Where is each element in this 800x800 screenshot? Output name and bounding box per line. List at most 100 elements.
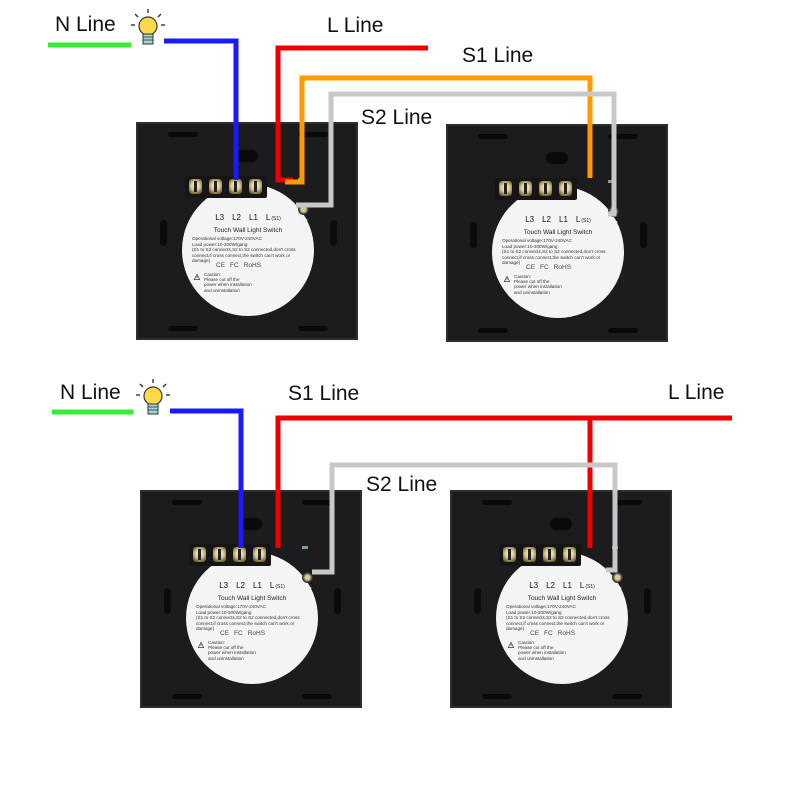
spec-line: (S1 to S2 connects,S2 to S2 connected,do… xyxy=(196,615,300,620)
spec-line: Load power:10-300W/gang xyxy=(506,609,562,615)
warning-triangle-icon xyxy=(198,642,204,648)
cert-mark: CE xyxy=(220,630,230,637)
light-bulb-icon xyxy=(131,9,165,45)
caution-line: and uninstallation xyxy=(204,287,240,293)
s2-terminal-post xyxy=(302,572,313,583)
cert-mark: CE xyxy=(530,630,540,637)
terminal-label: L2 xyxy=(232,213,241,222)
mount-notch xyxy=(482,500,512,505)
terminal-label: L xyxy=(575,215,581,224)
terminal-screw xyxy=(229,179,242,194)
caution-line: and uninstallation xyxy=(208,655,244,661)
bottom-s1-line-label: S1 Line xyxy=(288,382,360,405)
s2-terminal-label: S2 xyxy=(301,219,308,225)
spec-line: Operational voltage:170V-240VAC xyxy=(502,238,572,243)
caution-line: power when installation xyxy=(514,284,562,290)
s2-terminal-post xyxy=(298,204,309,215)
terminal-label: L1 xyxy=(249,213,258,222)
warning-triangle-icon xyxy=(508,642,514,648)
terminal-screw xyxy=(503,547,516,562)
caution-line: Please cut off the xyxy=(208,645,244,651)
caution-line: Caution: xyxy=(514,274,532,279)
top-s1-line-label: S1 Line xyxy=(462,44,534,67)
mount-notch xyxy=(298,132,328,137)
top-s2-line-label: S2 Line xyxy=(361,106,433,129)
terminal-sub-label: (S1) xyxy=(581,218,591,224)
cert-mark: FC xyxy=(544,630,553,637)
terminal-screw xyxy=(563,547,576,562)
terminal-label: L2 xyxy=(542,215,551,224)
mount-notch xyxy=(298,326,328,331)
spec-line: connect,if cross connect,the switch can'… xyxy=(506,620,605,631)
terminal-screw xyxy=(193,547,206,562)
mount-notch xyxy=(608,328,638,333)
caution-line: and uninstallation xyxy=(518,655,554,661)
cert-mark: CE xyxy=(526,264,536,271)
cert-mark: RoHS xyxy=(557,630,576,637)
mount-notch xyxy=(608,134,638,139)
terminal-screw xyxy=(559,181,572,196)
terminal-screw xyxy=(189,179,202,194)
mount-notch xyxy=(478,134,508,139)
bottom-n-line-label: N Line xyxy=(60,381,121,404)
spec-line: Load power:10-300W/gang xyxy=(502,243,558,249)
terminal-screw xyxy=(213,547,226,562)
top-l-line-label: L Line xyxy=(327,14,384,37)
mount-notch xyxy=(612,500,642,505)
terminal-screw xyxy=(499,181,512,196)
caution-line: power when installation xyxy=(208,650,256,656)
light-bulb-icon xyxy=(136,379,170,415)
cert-mark: FC xyxy=(540,264,549,271)
spec-line: connect,if cross connect,the switch can'… xyxy=(192,252,291,263)
terminal-label: L3 xyxy=(219,581,229,590)
terminal-screw xyxy=(523,547,536,562)
spec-line: (S1 to S2 connects,S2 to S2 connected,do… xyxy=(192,247,296,252)
mount-notch xyxy=(168,326,198,331)
terminal-label: L2 xyxy=(236,581,245,590)
bottom-l-line-label: L Line xyxy=(668,381,725,404)
terminal-label: L xyxy=(579,581,585,590)
caution-line: power when installation xyxy=(204,282,252,288)
spec-line: Load power:10-300W/gang xyxy=(196,609,252,615)
caution-line: Please cut off the xyxy=(518,645,554,651)
top-n-line-label: N Line xyxy=(55,13,116,36)
spec-line: (S1 to S2 connects,S2 to S2 connected,do… xyxy=(506,615,610,620)
warning-triangle-icon xyxy=(194,274,200,280)
cert-mark: RoHS xyxy=(243,262,262,269)
mount-notch xyxy=(302,500,332,505)
mount-notch xyxy=(172,500,202,505)
cert-mark: FC xyxy=(234,630,243,637)
terminal-label: L3 xyxy=(215,213,225,222)
mount-knob xyxy=(236,150,258,162)
mount-knob xyxy=(550,518,572,530)
mount-slot xyxy=(640,222,647,248)
caution-line: Caution: xyxy=(518,640,536,645)
terminal-label: L1 xyxy=(559,215,568,224)
mount-slot xyxy=(470,222,477,248)
caution-line: and uninstallation xyxy=(514,289,550,295)
cert-mark: CE xyxy=(216,262,226,269)
mount-notch xyxy=(302,694,332,699)
mount-slot xyxy=(330,220,337,246)
mount-knob xyxy=(546,152,568,164)
indicator-led xyxy=(608,180,614,183)
mount-knob xyxy=(240,518,262,530)
terminal-screw xyxy=(519,181,532,196)
terminal-label: L xyxy=(265,213,271,222)
switch-title: Touch Wall Light Switch xyxy=(527,595,597,602)
s2-terminal-post xyxy=(608,206,619,217)
